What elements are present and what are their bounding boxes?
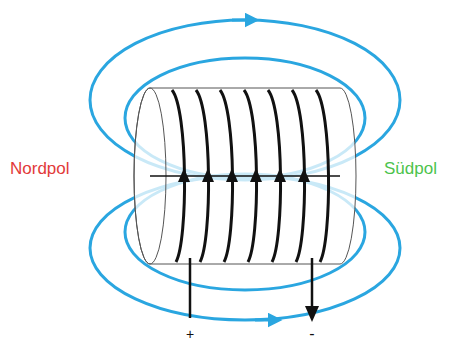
coil-body xyxy=(134,88,356,264)
current-arrow xyxy=(226,168,238,182)
current-arrow xyxy=(202,168,214,182)
current-arrow xyxy=(178,168,190,182)
lead-wire xyxy=(311,258,314,308)
current-arrow xyxy=(298,168,310,182)
current-arrow xyxy=(250,168,262,182)
lead-arrow xyxy=(305,306,319,322)
field-arrow xyxy=(255,319,275,322)
axis-line xyxy=(150,175,340,177)
field-arrow xyxy=(232,19,252,22)
current-arrows xyxy=(178,168,310,182)
pole-label: Nordpol xyxy=(10,160,70,177)
field-lines xyxy=(90,20,400,320)
lead-wire xyxy=(189,258,192,318)
terminal-label: + xyxy=(186,327,194,341)
pole-label: Südpol xyxy=(384,160,437,177)
current-arrow xyxy=(274,168,286,182)
terminal-label: - xyxy=(309,326,314,342)
